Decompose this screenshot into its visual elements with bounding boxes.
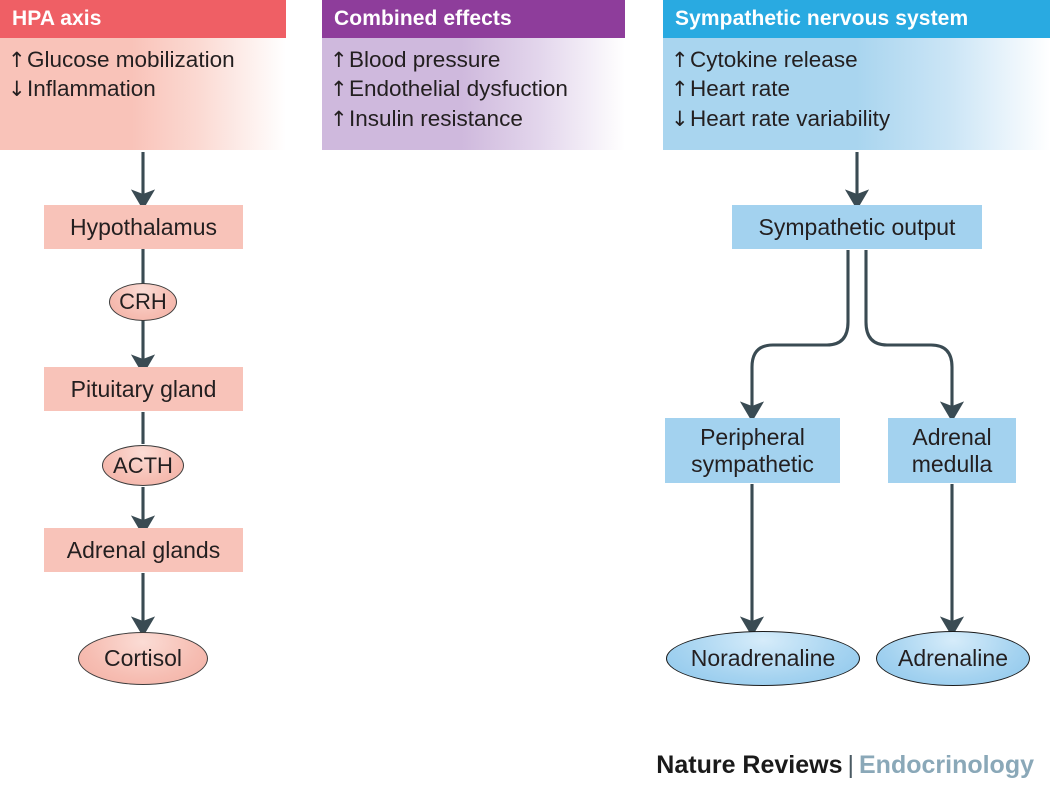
journal-credit: Nature Reviews|Endocrinology bbox=[656, 751, 1034, 780]
effect-item: ↑Endothelial dysfuction bbox=[330, 74, 625, 103]
effect-item: ↓Inflammation bbox=[8, 74, 286, 103]
effect-label: Heart rate variability bbox=[690, 105, 891, 131]
node-sympathetic-output: Sympathetic output bbox=[732, 205, 982, 249]
node-cortisol: Cortisol bbox=[78, 632, 208, 685]
up-arrow-icon: ↑ bbox=[8, 48, 26, 72]
panel-hpa-title: HPA axis bbox=[0, 0, 286, 38]
panel-combined-effects-list: ↑Blood pressure ↑Endothelial dysfuction … bbox=[322, 38, 625, 150]
node-label-line2: medulla bbox=[911, 450, 993, 477]
effect-item: ↓Heart rate variability bbox=[671, 104, 1050, 133]
node-adrenal-glands: Adrenal glands bbox=[44, 528, 243, 572]
effect-label: Heart rate bbox=[690, 76, 791, 102]
up-arrow-icon: ↑ bbox=[671, 77, 689, 102]
node-pituitary-gland: Pituitary gland bbox=[44, 367, 243, 411]
up-arrow-icon: ↑ bbox=[330, 106, 348, 131]
effect-label: Glucose mobilization bbox=[27, 47, 235, 72]
node-label-line1: Adrenal bbox=[912, 424, 992, 451]
node-label-line2: sympathetic bbox=[691, 450, 814, 477]
panel-combined-effects: Combined effects ↑Blood pressure ↑Endoth… bbox=[322, 0, 625, 150]
node-peripheral-sympathetic: Peripheral sympathetic bbox=[665, 418, 840, 483]
up-arrow-icon: ↑ bbox=[671, 48, 689, 72]
effect-item: ↑Blood pressure bbox=[330, 45, 625, 74]
panel-combined-title: Combined effects bbox=[322, 0, 625, 38]
node-adrenal-medulla: Adrenal medulla bbox=[888, 418, 1016, 483]
effect-label: Insulin resistance bbox=[349, 105, 523, 131]
effect-label: Inflammation bbox=[27, 76, 156, 102]
effect-item: ↑Heart rate bbox=[671, 74, 1050, 103]
node-acth: ACTH bbox=[102, 445, 184, 486]
brand-separator: | bbox=[847, 751, 855, 779]
journal-name: Endocrinology bbox=[859, 751, 1034, 779]
effect-item: ↑Cytokine release bbox=[671, 45, 1050, 74]
node-hypothalamus: Hypothalamus bbox=[44, 205, 243, 249]
panel-sns-title: Sympathetic nervous system bbox=[663, 0, 1050, 38]
down-arrow-icon: ↓ bbox=[671, 106, 689, 131]
effect-item: ↑Glucose mobilization bbox=[8, 45, 286, 74]
up-arrow-icon: ↑ bbox=[330, 77, 348, 102]
panel-sns-effects: ↑Cytokine release ↑Heart rate ↓Heart rat… bbox=[663, 38, 1050, 150]
up-arrow-icon: ↑ bbox=[330, 48, 348, 72]
panel-hpa-effects: ↑Glucose mobilization ↓Inflammation bbox=[0, 38, 286, 150]
node-adrenaline: Adrenaline bbox=[876, 631, 1030, 686]
down-arrow-icon: ↓ bbox=[8, 77, 26, 102]
effect-item: ↑Insulin resistance bbox=[330, 104, 625, 133]
effect-label: Cytokine release bbox=[690, 47, 858, 72]
brand-name: Nature Reviews bbox=[656, 751, 843, 779]
panel-hpa-axis: HPA axis ↑Glucose mobilization ↓Inflamma… bbox=[0, 0, 286, 150]
effect-label: Blood pressure bbox=[349, 47, 501, 72]
node-noradrenaline: Noradrenaline bbox=[666, 631, 860, 686]
effect-label: Endothelial dysfuction bbox=[349, 76, 568, 102]
node-crh: CRH bbox=[109, 283, 177, 321]
panel-sympathetic-nervous-system: Sympathetic nervous system ↑Cytokine rel… bbox=[663, 0, 1050, 150]
node-label-line1: Peripheral bbox=[700, 424, 805, 451]
